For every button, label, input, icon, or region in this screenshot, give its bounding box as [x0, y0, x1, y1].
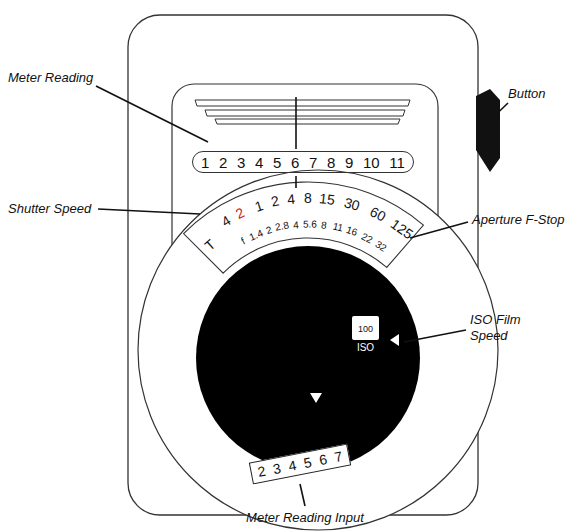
- callout-label: Meter Reading: [8, 70, 93, 85]
- meter-needle: [295, 97, 297, 149]
- meter-scale-number: 8: [327, 155, 335, 170]
- input-scale-number: 2: [256, 464, 266, 479]
- aperture-value: 8: [321, 219, 328, 231]
- shutter-speed-value: 4: [287, 191, 296, 208]
- meter-scale-number: 7: [309, 155, 317, 170]
- meter-scale-number: 3: [237, 155, 245, 170]
- meter-scale-number: 10: [363, 155, 380, 170]
- input-scale-number: 6: [318, 452, 328, 467]
- scale-bar: [215, 119, 400, 124]
- input-pointer: [310, 393, 322, 403]
- input-scale-number: 3: [272, 461, 282, 476]
- meter-scale-number: 4: [255, 155, 263, 170]
- leader-line: [404, 330, 466, 342]
- meter-needle: [295, 176, 297, 188]
- aperture-value: 5.6: [303, 218, 317, 229]
- meter-scale-number: 11: [389, 155, 405, 170]
- dial-disc: [196, 246, 420, 470]
- aperture-value: 4: [293, 219, 300, 230]
- callout-label: ISO Film Speed: [470, 312, 550, 343]
- input-scale-number: 4: [287, 458, 297, 473]
- meter-scale-number: 5: [273, 155, 281, 170]
- meter-scale-number: 6: [291, 155, 299, 170]
- leader-line: [98, 209, 200, 214]
- iso-label: ISO: [352, 342, 379, 353]
- iso-dial: 100ISO: [352, 316, 379, 353]
- input-scale-number: 5: [303, 455, 313, 470]
- iso-pointer: [390, 334, 399, 346]
- leader-line: [484, 103, 508, 126]
- callout-label: Shutter Speed: [8, 201, 91, 216]
- iso-value: 100: [352, 316, 379, 340]
- leader-line: [300, 484, 305, 506]
- scale-bar: [205, 110, 405, 116]
- meter-scale-number: 9: [345, 155, 353, 170]
- scale-bar: [195, 100, 410, 106]
- shutter-speed-value: 15: [319, 190, 336, 208]
- dial: [138, 170, 498, 530]
- input-scale-number: 7: [333, 449, 343, 464]
- callout-label: Aperture F-Stop: [472, 212, 565, 227]
- shutter-speed-value: 8: [304, 190, 312, 206]
- callout-label: Meter Reading Input: [246, 510, 364, 525]
- callout-label: Button: [508, 86, 546, 101]
- leader-line: [96, 86, 208, 142]
- button-shape: [476, 89, 500, 172]
- meter-scale-number: 1: [201, 155, 209, 170]
- meter-scale: 123456789 10 11: [192, 151, 414, 173]
- leader-line: [410, 222, 468, 238]
- meter-scale-number: 2: [219, 155, 227, 170]
